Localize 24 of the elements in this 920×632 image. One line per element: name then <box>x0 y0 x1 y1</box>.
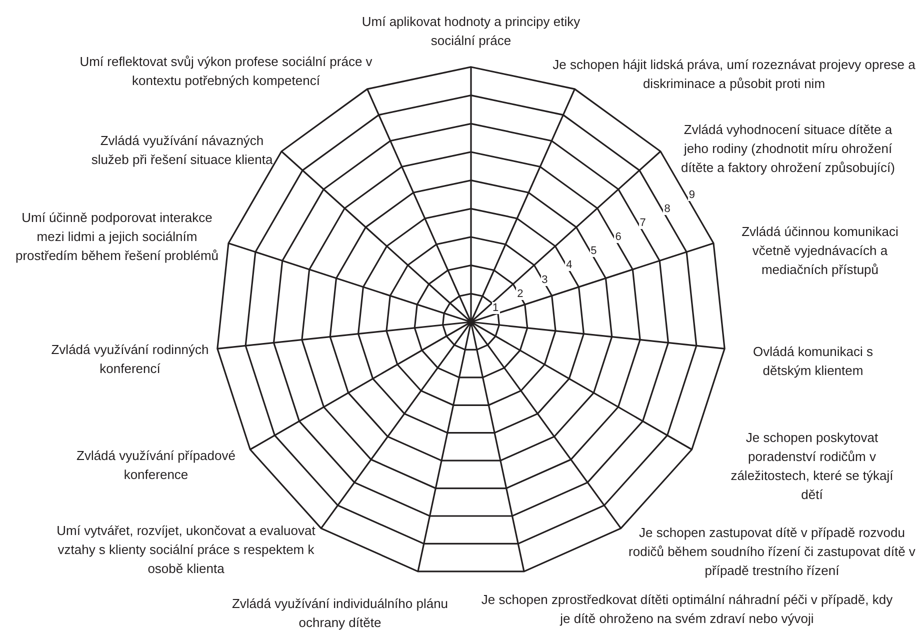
axis-label: Je schopen poskytovat poradenství rodičům v záležitostech, které se týkají dětí <box>730 429 894 504</box>
axis-label: Ovládá komunikaci s dětským klientem <box>752 343 874 380</box>
axis-label: Zvládá využívání individuálního plánu ochrany dítěte <box>230 595 450 632</box>
scale-number: 6 <box>614 231 622 243</box>
axis-label: Umí účinně podporovat interakce mezi lidmi a jejich sociálním prostředím během řešení problémů <box>14 209 220 265</box>
axis-label: Zvládá využívání případové konference <box>76 447 236 484</box>
scale-number: 1 <box>492 302 500 314</box>
axis-label: Umí reflektovat svůj výkon profese sociální práce v kontextu potřebných kompetencí <box>78 53 374 90</box>
axis-label: Zvládá využívání rodinných konferencí <box>50 341 210 378</box>
axis-label: Zvládá využívání návazných služeb při řešení situace klienta <box>90 132 274 169</box>
axis-label: Zvládá účinnou komunikaci včetně vyjednávacích a mediačních přístupů <box>740 223 900 279</box>
axis-label: Umí vytvářet, rozvíjet, ukončovat a evaluovat vztahy s klienty sociální práce s respektem k osobě klienta <box>56 522 316 578</box>
scale-number: 2 <box>516 288 524 300</box>
axis-label: Zvládá vyhodnocení situace dítěte a jeho rodiny (zhodnotit míru ohrožení dítěte a faktory ohrožení způsobující) <box>680 121 896 177</box>
axis-label: Je schopen zprostředkovat dítěti optimální náhradní péči v případě, kdy je dítě ohroženo na svém zdraví nebo vývoji <box>480 591 894 628</box>
scale-number: 8 <box>663 202 672 215</box>
scale-number: 4 <box>565 259 574 272</box>
scale-number: 3 <box>540 274 549 286</box>
scale-number: 5 <box>590 245 598 258</box>
axis-label: Je schopen zastupovat dítě v případě rozvodu rodičů během soudního řízení či zastupovat dítě v případě trestního řízení <box>628 524 916 580</box>
scale-number: 9 <box>688 188 696 200</box>
axis-label: Umí aplikovat hodnoty a principy etiky sociální práce <box>360 13 582 50</box>
axis-label: Je schopen hájit lidská práva, umí rozeznávat projevy oprese a diskriminace a působit proti nim <box>552 56 916 93</box>
scale-number: 7 <box>638 216 647 229</box>
